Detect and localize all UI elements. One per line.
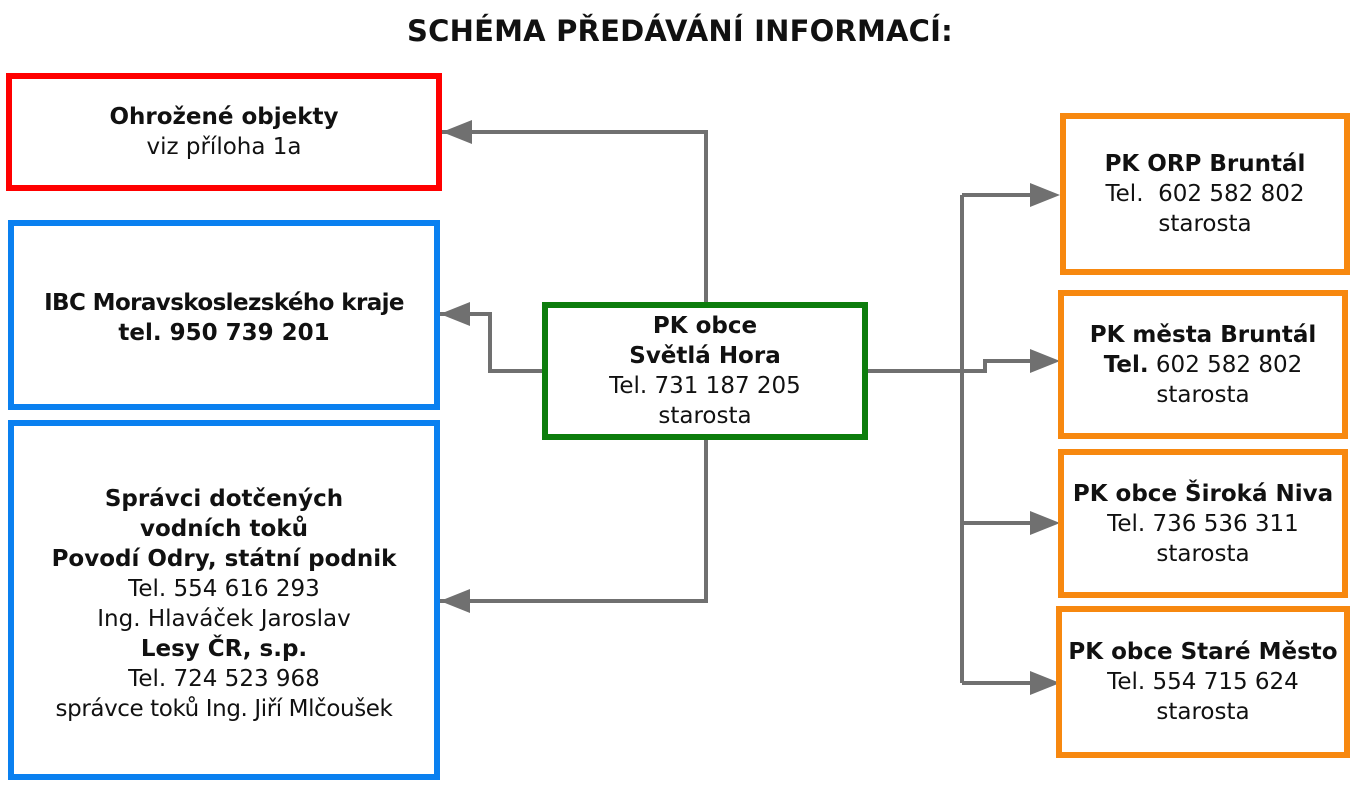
right-box-phone-label: Tel.: [1105, 181, 1144, 207]
right-box-name: PK ORP Bruntál: [1104, 151, 1306, 177]
ibc-name: IBC Moravskoslezského kraje: [44, 290, 404, 316]
right-box-phone-label: Tel.: [1107, 669, 1146, 695]
river-org2-person: správce toků Ing. Jiří Mlčoušek: [55, 696, 393, 722]
river-org2-name: Lesy ČR, s.p.: [140, 636, 308, 662]
right-box-stare-mesto: PK obce Staré Město Tel. 554 715 624 sta…: [1056, 606, 1350, 758]
threatened-objects-box: Ohrožené objekty viz příloha 1a: [6, 73, 442, 191]
connector-to-mesto-bruntal: [962, 359, 1030, 373]
arrow-to-threatened-objects: [442, 120, 472, 144]
right-box-phone: 736 536 311: [1152, 510, 1299, 537]
center-name-2: Světlá Hora: [629, 343, 781, 369]
threatened-objects-note: viz příloha 1a: [146, 134, 302, 160]
threatened-objects-name: Ohrožené objekty: [109, 104, 339, 130]
arrow-to-ibc: [440, 302, 470, 326]
connector-to-river-managers: [440, 438, 708, 603]
right-box-name: PK obce Široká Niva: [1072, 480, 1334, 507]
ibc-box: IBC Moravskoslezského kraje tel. 950 739…: [8, 220, 440, 410]
center-box-svetla-hora: PK obce Světlá Hora Tel. 731 187 205 sta…: [542, 302, 868, 440]
right-box-phone-line: Tel. 602 582 802: [1106, 179, 1305, 209]
center-role: starosta: [658, 403, 752, 429]
river-org1-phone: Tel. 554 616 293: [128, 576, 320, 602]
right-box-name: PK obce Staré Město: [1068, 639, 1338, 665]
river-managers-heading-1: Správci dotčených: [104, 486, 344, 512]
right-box-name: PK města Bruntál: [1089, 321, 1317, 348]
right-box-siroka-niva: PK obce Široká Niva Tel. 736 536 311 sta…: [1058, 449, 1348, 598]
arrow-to-river-managers: [440, 589, 470, 613]
connector-to-threatened-objects: [442, 130, 708, 303]
river-org1-person: Ing. Hlaváček Jaroslav: [97, 606, 351, 632]
right-box-phone: 554 715 624: [1152, 669, 1299, 695]
river-managers-heading-2: vodních toků: [140, 516, 308, 542]
river-managers-box: Správci dotčených vodních toků Povodí Od…: [8, 420, 440, 780]
right-box-role: starosta: [1156, 381, 1250, 408]
river-org2-phone: Tel. 724 523 968: [128, 666, 320, 692]
arrow-to-siroka-niva: [1030, 511, 1060, 535]
arrow-to-orp-bruntal: [1030, 183, 1060, 207]
right-box-orp-bruntal: PK ORP Bruntál Tel. 602 582 802 starosta: [1060, 113, 1350, 275]
right-box-role: starosta: [1156, 699, 1250, 725]
connector-to-ibc: [440, 312, 544, 373]
right-box-phone-line: Tel. 602 582 802: [1104, 350, 1303, 380]
right-box-phone-line: Tel. 736 536 311: [1107, 509, 1299, 539]
right-box-phone: 602 582 802: [1155, 351, 1303, 378]
right-box-role: starosta: [1158, 211, 1252, 237]
right-box-phone-label: Tel.: [1103, 351, 1149, 378]
arrow-to-mesto-bruntal: [1030, 349, 1060, 373]
right-box-role: starosta: [1156, 540, 1250, 567]
diagram-title: SCHÉMA PŘEDÁVÁNÍ INFORMACÍ:: [407, 14, 953, 48]
right-box-mesto-bruntal: PK města Bruntál Tel. 602 582 802 staros…: [1058, 290, 1348, 439]
ibc-phone: tel. 950 739 201: [118, 320, 330, 346]
right-box-phone-line: Tel. 554 715 624: [1107, 667, 1299, 697]
arrow-to-stare-mesto: [1030, 671, 1060, 695]
center-phone: Tel. 731 187 205: [609, 373, 801, 399]
center-name-1: PK obce: [652, 313, 758, 339]
river-org1-name: Povodí Odry, státní podnik: [51, 546, 397, 572]
right-box-phone-label: Tel.: [1107, 510, 1146, 537]
right-box-phone: 602 582 802: [1158, 181, 1305, 207]
